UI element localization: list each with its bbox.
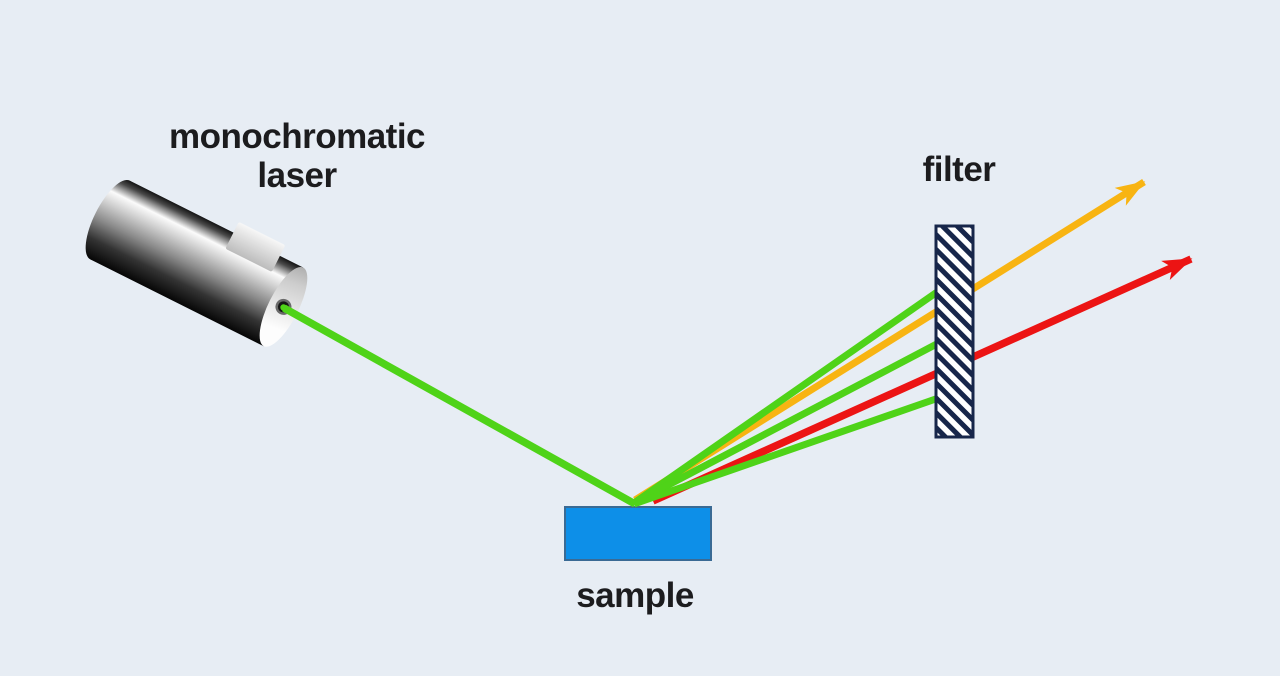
sample-label: sample: [576, 576, 694, 615]
laser-label-line2: laser: [257, 156, 337, 195]
filter-plate: [934, 224, 975, 439]
scattered-beams: [632, 179, 1193, 508]
scattered-beam-red: [651, 255, 1193, 505]
incident-beam-green: [282, 304, 637, 508]
scattered-beam-green-top: [632, 280, 952, 506]
laser-label-line1: monochromatic: [169, 117, 425, 156]
filter-label: filter: [923, 150, 997, 189]
sample-block: [564, 506, 712, 561]
laser-aperture-glow: [280, 304, 287, 311]
scattered-beam-green-middle: [632, 333, 952, 507]
scattered-beam-green-bottom: [632, 390, 952, 508]
laser-button: [226, 222, 285, 272]
laser-body: [90, 180, 304, 347]
laser-device: [85, 180, 308, 347]
